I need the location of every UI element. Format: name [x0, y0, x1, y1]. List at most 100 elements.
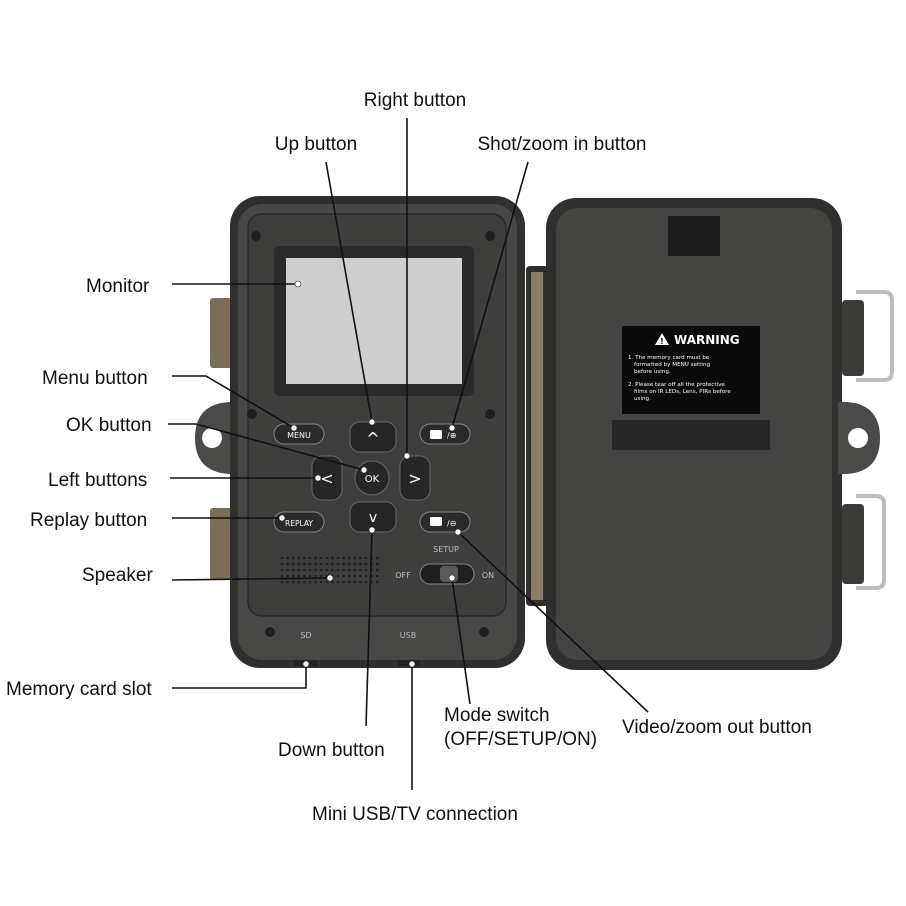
- up-arrow-icon: ^: [366, 429, 379, 448]
- monitor[interactable]: [286, 258, 462, 384]
- warning-line: 1. The memory card must be: [628, 355, 710, 361]
- callout-down-button: Down button: [278, 740, 385, 761]
- leader-up-button: [325, 161, 373, 423]
- right-arrow-icon: >: [408, 469, 421, 488]
- endpoint-dot: [314, 474, 322, 482]
- warning-heading: WARNING: [674, 333, 740, 347]
- speaker-hole: [303, 562, 306, 566]
- speaker-hole: [359, 580, 362, 584]
- speaker-hole: [342, 580, 345, 584]
- speaker-hole: [291, 562, 295, 566]
- speaker-hole: [280, 562, 284, 566]
- speaker-hole: [319, 568, 323, 572]
- endpoint-dot: [360, 466, 368, 474]
- speaker-hole: [303, 568, 306, 572]
- callout-labels: Right button Up button Shot/zoom in butt…: [6, 90, 812, 825]
- speaker-hole: [347, 562, 351, 566]
- callout-speaker: Speaker: [82, 565, 153, 586]
- callout-left-buttons: Left buttons: [48, 470, 147, 491]
- callout-ok-button: OK button: [66, 415, 152, 436]
- latch-lower: [842, 504, 864, 584]
- speaker-hole: [375, 562, 379, 566]
- leader-shot-zoom-in: [451, 161, 529, 429]
- speaker-hole: [364, 562, 368, 566]
- speaker-hole: [308, 562, 312, 566]
- speaker-hole: [286, 568, 289, 572]
- screw: [265, 627, 275, 637]
- speaker-hole: [347, 556, 351, 560]
- leader-mode-switch: [451, 577, 471, 705]
- screw: [251, 231, 261, 241]
- hinge: [526, 266, 548, 606]
- leader-video-zoom-out: [457, 531, 649, 713]
- speaker-hole: [331, 568, 334, 572]
- endpoint-dot: [278, 514, 286, 522]
- mode-switch-knob[interactable]: [440, 566, 458, 582]
- speaker-hole: [347, 580, 351, 584]
- speaker-hole: [319, 562, 323, 566]
- camera-door: ! WARNING 1. The memory card must be for…: [546, 198, 894, 670]
- speaker-hole: [286, 556, 289, 560]
- warning-line: using.: [634, 396, 651, 402]
- off-label: OFF: [395, 571, 411, 580]
- menu-button[interactable]: [273, 423, 325, 445]
- replay-key-label: REPLAY: [285, 519, 313, 528]
- screw: [485, 409, 495, 419]
- speaker-hole: [364, 574, 368, 578]
- slash-plus-icon: /⊕: [447, 431, 456, 440]
- speaker-hole: [359, 556, 362, 560]
- speaker-hole: [336, 580, 340, 584]
- video-zoom-out-button[interactable]: [419, 511, 471, 533]
- speaker-hole: [331, 580, 334, 584]
- speaker-hole: [359, 562, 362, 566]
- callout-mode-switch-detail: (OFF/SETUP/ON): [444, 729, 597, 750]
- speaker-hole: [280, 556, 284, 560]
- speaker-hole: [314, 580, 317, 584]
- speaker-hole: [308, 574, 312, 578]
- speaker-hole: [314, 568, 317, 572]
- down-arrow-icon: v: [369, 510, 377, 526]
- shot-zoom-in-button[interactable]: [419, 423, 471, 445]
- speaker-hole: [353, 556, 357, 560]
- setup-label: SETUP: [433, 545, 459, 554]
- speaker-hole: [280, 568, 284, 572]
- callout-memory-card-slot: Memory card slot: [6, 679, 152, 700]
- screw: [485, 231, 495, 241]
- speaker-hole: [347, 568, 351, 572]
- leader-ok-button: [168, 423, 365, 471]
- endpoint-dot: [326, 574, 334, 582]
- latch-upper: [842, 300, 864, 376]
- speaker-hole: [364, 568, 368, 572]
- speaker-hole: [319, 556, 323, 560]
- endpoint-dot: [290, 424, 298, 432]
- speaker-hole: [364, 556, 368, 560]
- mount-hole-right: [848, 428, 868, 448]
- leader-down-button: [365, 529, 373, 727]
- right-button[interactable]: [399, 455, 431, 501]
- menu-key-label: MENU: [287, 431, 311, 440]
- callout-monitor: Monitor: [86, 276, 150, 297]
- speaker-hole: [359, 574, 362, 578]
- leader-speaker: [171, 577, 331, 581]
- callout-up-button: Up button: [275, 134, 357, 155]
- screw: [479, 627, 489, 637]
- speaker-hole: [314, 574, 317, 578]
- speaker-hole: [375, 556, 379, 560]
- speaker-hole: [297, 562, 301, 566]
- endpoint-dot: [302, 660, 310, 668]
- speaker-hole: [280, 574, 284, 578]
- leader-lines: [168, 118, 649, 790]
- speaker-hole: [342, 556, 345, 560]
- speaker-hole: [291, 580, 295, 584]
- warning-line: formatted by MENU setting: [634, 362, 711, 368]
- sd-label: SD: [300, 631, 311, 640]
- warning-line: 2. Please tear off all the protective: [628, 382, 725, 388]
- warning-line: before using.: [634, 369, 671, 375]
- replay-button[interactable]: [273, 511, 325, 533]
- speaker-hole: [303, 574, 306, 578]
- endpoint-dot: [403, 452, 411, 460]
- speaker-hole: [308, 568, 312, 572]
- callout-video-zoom-out: Video/zoom out button: [622, 717, 812, 738]
- speaker-hole: [280, 580, 284, 584]
